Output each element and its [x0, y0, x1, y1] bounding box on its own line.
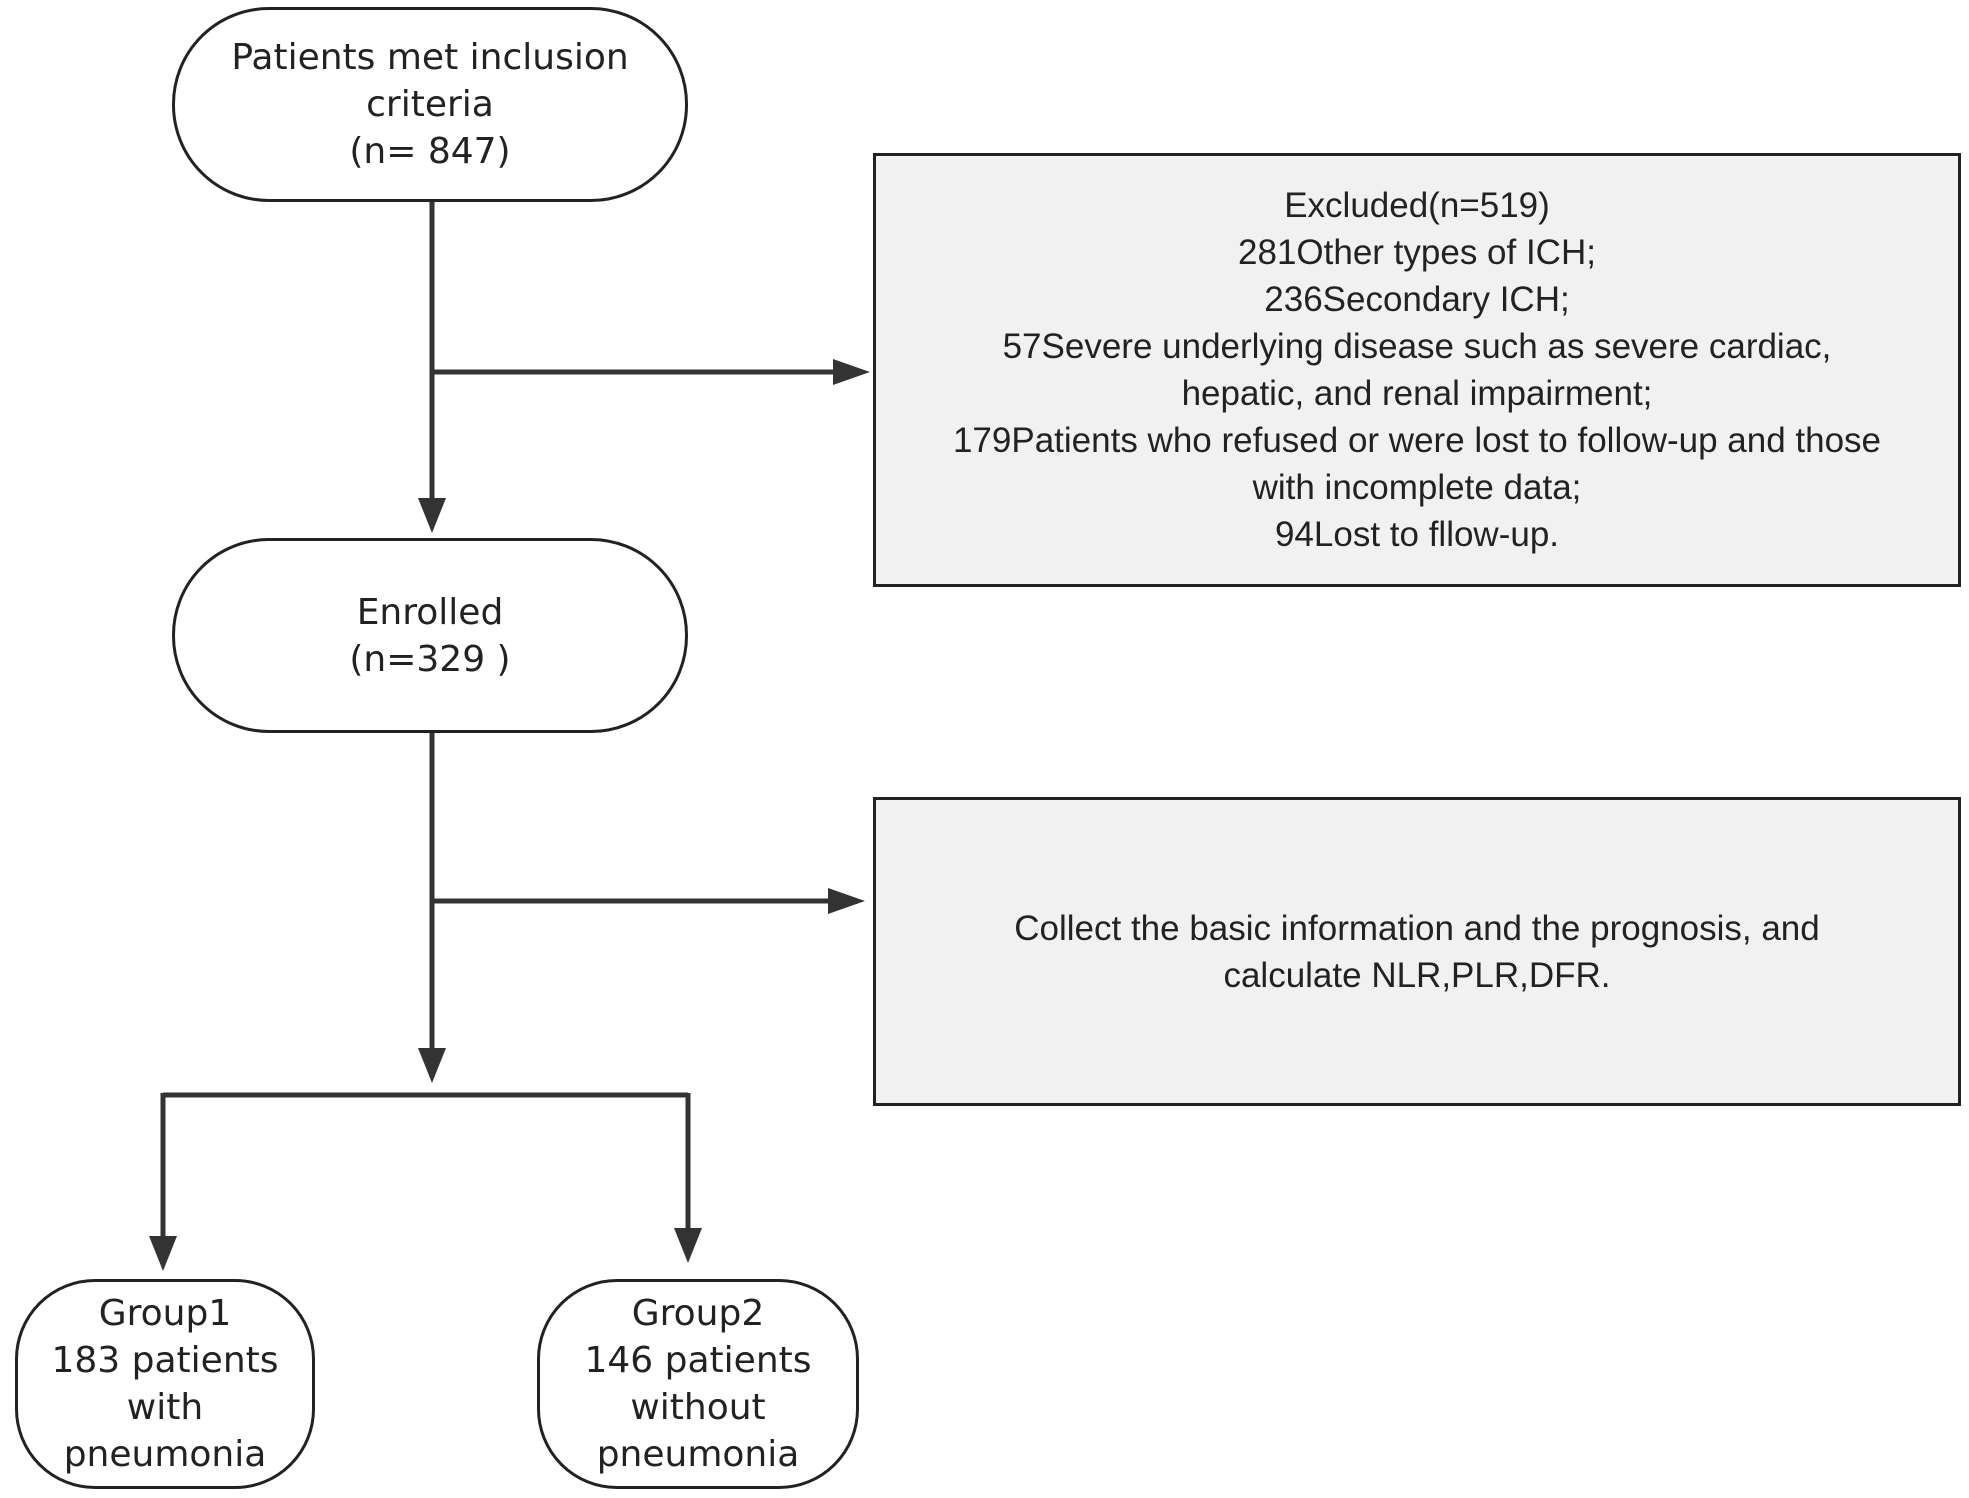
- group1-count: 183 patients: [51, 1340, 279, 1381]
- enrolled-label: Enrolled: [356, 591, 504, 633]
- excluded-line-3: 236Secondary ICH;: [1264, 280, 1570, 319]
- group2-line-3: without: [630, 1387, 766, 1428]
- group1-line-3: with: [126, 1387, 204, 1428]
- group1-line-4: pneumonia: [63, 1434, 267, 1475]
- excluded-line-7: with incomplete data;: [1252, 468, 1582, 507]
- group2-count: 146 patients: [584, 1340, 812, 1381]
- group2-label: Group2: [631, 1293, 765, 1334]
- collect-line-2: calculate NLR,PLR,DFR.: [1223, 955, 1611, 995]
- group2-node: Group2 146 patients without pneumonia: [537, 1279, 859, 1489]
- arrowhead-to-excluded: [833, 359, 870, 385]
- arrowhead-to-split: [418, 1048, 446, 1083]
- group1-node: Group1 183 patients with pneumonia: [15, 1279, 315, 1489]
- collect-box: Collect the basic information and the pr…: [873, 797, 1961, 1106]
- arrowhead-to-group1: [149, 1236, 177, 1271]
- inclusion-line-2: criteria: [366, 84, 494, 125]
- arrowhead-to-enrolled: [418, 498, 446, 533]
- excluded-box: Excluded(n=519) 281Other types of ICH; 2…: [873, 153, 1961, 587]
- excluded-line-2: 281Other types of ICH;: [1238, 233, 1596, 272]
- excluded-line-5: hepatic, and renal impairment;: [1181, 374, 1653, 413]
- enrolled-node: Enrolled (n=329 ): [172, 538, 688, 733]
- arrowhead-to-group2: [674, 1228, 702, 1263]
- arrowhead-to-collect: [828, 888, 865, 914]
- collect-line-1: Collect the basic information and the pr…: [1014, 908, 1820, 948]
- inclusion-node: Patients met inclusion criteria (n= 847): [172, 7, 688, 202]
- enrolled-count: (n=329 ): [349, 638, 511, 680]
- inclusion-count: (n= 847): [349, 131, 511, 172]
- excluded-line-8: 94Lost to fllow-up.: [1274, 515, 1560, 554]
- excluded-line-4: 57Severe underlying disease such as seve…: [1002, 327, 1832, 366]
- excluded-line-6: 179Patients who refused or were lost to …: [952, 421, 1882, 460]
- group1-label: Group1: [98, 1293, 232, 1334]
- excluded-title: Excluded(n=519): [1284, 186, 1550, 225]
- inclusion-line-1: Patients met inclusion: [231, 37, 629, 78]
- group2-line-4: pneumonia: [596, 1434, 800, 1475]
